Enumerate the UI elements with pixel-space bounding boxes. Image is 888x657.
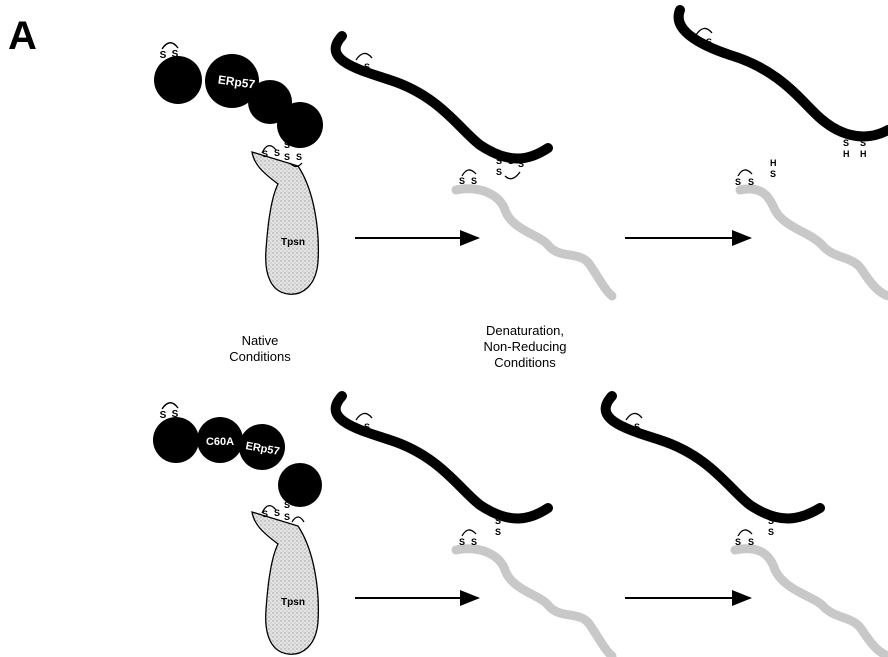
tpsn-shape [252,512,318,654]
sulfur-label: S [284,512,290,522]
sulfur-label: S [459,176,465,186]
sulfur-label: S [160,410,167,421]
sulfur-label: S [172,49,179,60]
sulfur-label: S [496,156,502,166]
sulfur-label: S [471,176,477,186]
sulfur-label: S [622,421,628,431]
erp57-domain-1 [154,56,202,104]
sulfur-label: S [364,62,370,72]
sulfur-label: S [735,177,741,187]
erp57-complex-top: ERp57 S S [154,43,323,148]
disulfide-arc [462,530,476,536]
tpsn-chain [456,189,612,296]
sulfur-label: S [364,422,370,432]
sulfur-label: S [768,516,774,526]
sulfur-label: S [274,148,280,158]
tpsn-chain-right-bottom: S S S S [735,516,888,656]
hydrogen-label: H [860,149,867,159]
sulfur-label: S [495,527,501,537]
tpsn-chain [456,549,612,656]
sulfur-label: S [352,61,358,71]
hydrogen-label: H [770,158,777,168]
sulfur-label: S [352,421,358,431]
sulfur-label: S [735,537,741,547]
sulfur-label: S [296,152,302,162]
disulfide-arc [738,530,752,536]
sulfur-label: S [262,509,268,519]
sulfur-label: S [706,37,712,47]
sulfur-label: S [284,140,290,150]
erp57-chain-right-bottom: S S [606,396,820,519]
sulfur-label: S [459,537,465,547]
erp57-chain [679,10,888,136]
sulfur-label: S [508,156,514,166]
sulfur-label: S [284,500,290,510]
sulfur-label: S [634,422,640,432]
erp57-domain-1 [153,417,199,463]
disulfide-arc [738,170,752,176]
tpsn-chain [735,549,888,656]
sulfur-label: S [172,409,179,420]
hydrogen-label: H [843,149,850,159]
erp57-chain-right-top: S S S H S H [679,10,888,159]
c60a-complex-bottom: C60A ERp57 S S [153,403,322,507]
disulfide-arc [356,413,372,420]
sulfur-label: S [518,159,524,169]
sulfur-label: S [262,149,268,159]
sulfur-label: S [471,537,477,547]
c60a-label: C60A [206,436,234,448]
tpsn-chain-mid-top: S S S S S S [456,156,612,296]
tapasin-bottom: Tpsn S S S S [252,500,318,654]
sulfur-label: S [748,537,754,547]
sulfur-label: S [768,527,774,537]
erp57-chain-mid-bottom: S S [336,396,548,519]
sulfur-label: S [843,138,849,148]
tapasin-top: Tpsn S S S S S S [252,140,318,294]
disulfide-arc [626,413,642,420]
sulfur-label: S [693,36,699,46]
sulfur-label: S [496,167,502,177]
sulfur-label: S [274,508,280,518]
tpsn-chain [740,189,888,296]
sulfur-label: S [296,140,302,150]
tpsn-chain-mid-bottom: S S S S [456,516,612,656]
tpsn-shape [252,152,318,294]
erp57-chain-mid-top: S S [336,36,548,159]
tpsn-chain-right-top: S S H S [735,158,888,296]
sulfur-label: S [160,50,167,61]
disulfide-arc [696,28,712,35]
sulfur-label: S [748,177,754,187]
sulfur-label: S [495,516,501,526]
disulfide-arc [356,53,372,60]
sulfur-label: S [770,169,776,179]
sulfur-label: S [284,152,290,162]
disulfide-arc [292,517,304,522]
disulfide-arc [505,172,520,179]
sulfur-label: S [860,138,866,148]
tpsn-label-bottom: Tpsn [281,597,305,608]
tpsn-label-top: Tpsn [281,237,305,248]
